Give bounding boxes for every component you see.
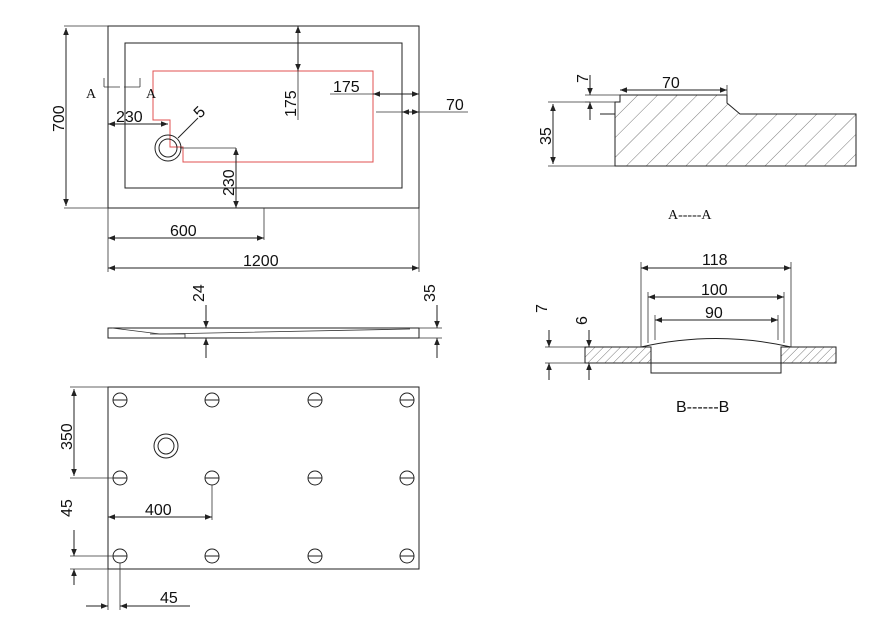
support-feet (112, 392, 415, 564)
dim-7-section-b: 7 (534, 304, 551, 313)
section-a-body (614, 94, 857, 167)
dim-45-vertical: 45 (59, 499, 76, 517)
section-b-left-hatch (584, 346, 652, 364)
dim-35-section-a: 35 (538, 127, 555, 145)
section-b-right-hatch (780, 346, 837, 364)
dim-35-side: 35 (422, 284, 439, 302)
dim-600: 600 (170, 223, 197, 240)
dim-175-horizontal: 175 (333, 79, 360, 96)
side-view: 24 35 (107, 284, 442, 358)
dim-100: 100 (701, 282, 728, 299)
dim-90: 90 (705, 305, 723, 322)
drain-bottom (153, 433, 179, 459)
bottom-outline (107, 386, 420, 570)
section-label-right: A (146, 87, 157, 102)
section-label-left: A (86, 87, 97, 102)
drain-cover (640, 338, 792, 348)
dim-70-section-a: 70 (662, 75, 680, 92)
section-b-title: B------B (676, 399, 729, 416)
bottom-view: 350 45 400 45 (59, 386, 420, 610)
dim-175-vertical: 175 (283, 90, 300, 117)
dim-118: 118 (702, 252, 728, 269)
dim-350: 350 (59, 423, 76, 450)
section-a-title: A-----A (668, 208, 712, 223)
slope-outline (152, 70, 374, 163)
dim-1200: 1200 (243, 253, 279, 270)
drain-inner (158, 138, 178, 158)
section-a: 7 35 70 A-----A (538, 74, 857, 223)
plan-view: 5 700 175 175 70 230 230 A A (51, 25, 468, 272)
dim-400: 400 (145, 502, 172, 519)
dim-5: 5 (191, 103, 209, 121)
drain-body (650, 347, 782, 374)
dim-7-section-a: 7 (575, 74, 592, 83)
dim-leader-5 (177, 117, 199, 139)
dim-45-horizontal: 45 (160, 590, 178, 607)
dim-70-plan: 70 (446, 97, 464, 114)
dim-230-horizontal: 230 (116, 109, 143, 126)
section-mark-left (103, 78, 120, 88)
tray-outline (107, 25, 420, 209)
side-profile (107, 327, 420, 339)
dim-230-vertical: 230 (221, 169, 238, 196)
dim-24: 24 (191, 284, 208, 302)
dim-700: 700 (51, 105, 68, 132)
section-b: 118 100 90 7 6 B------B (534, 252, 837, 416)
dim-6: 6 (574, 316, 591, 325)
tray-inner-rim (124, 42, 403, 189)
